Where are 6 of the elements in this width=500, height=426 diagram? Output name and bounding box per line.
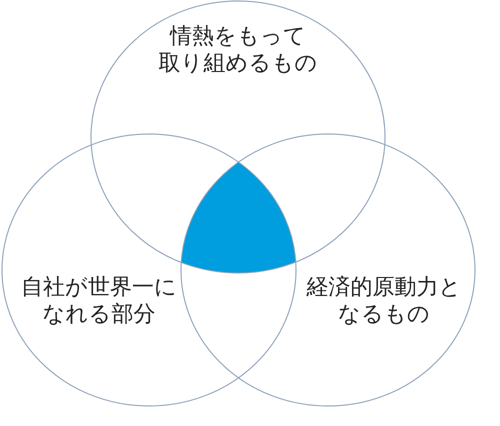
- circle-label: 自社が世界一になれる部分: [20, 274, 178, 328]
- circle-label: 情熱をもって取り組めるもの: [158, 23, 318, 77]
- venn-circle: [91, 1, 385, 273]
- venn-circle: [181, 134, 475, 406]
- venn-circle: [2, 134, 296, 406]
- circle-label: 経済的原動力となるもの: [306, 274, 462, 328]
